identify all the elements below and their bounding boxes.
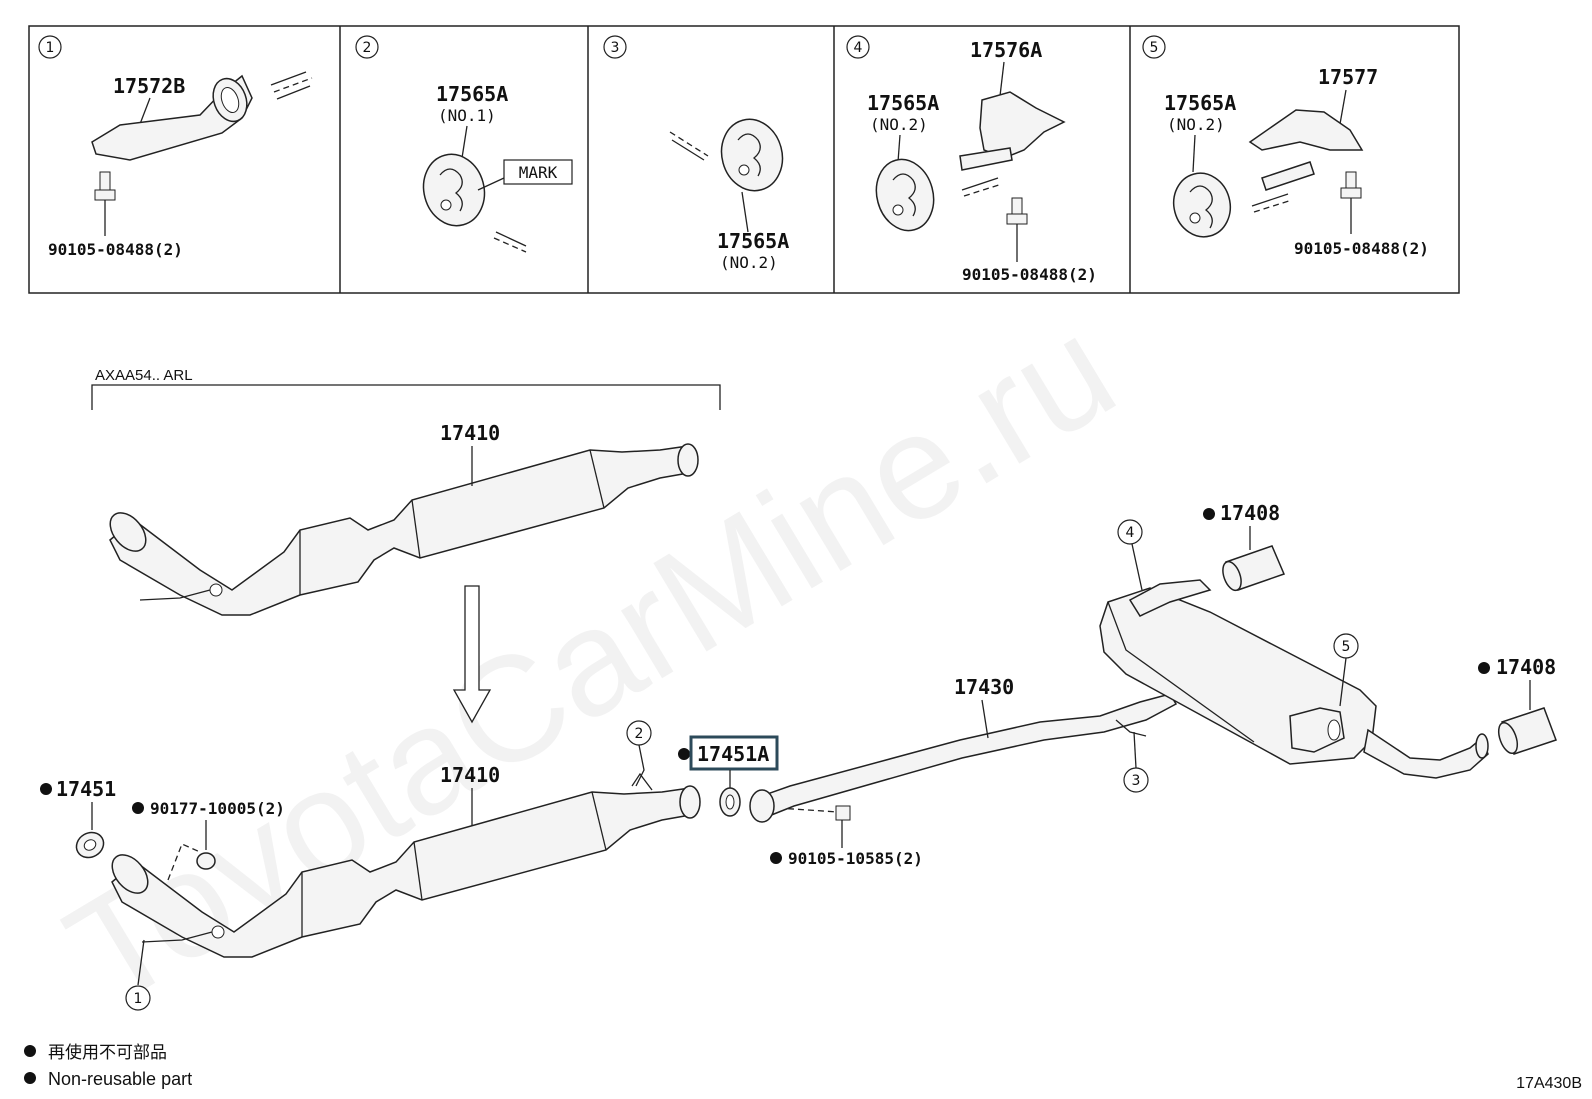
- bolt-icon: [1340, 171, 1362, 234]
- panel-5-bolt-number: 90105-08488(2): [1294, 239, 1429, 258]
- panel-5-note: (NO.2): [1167, 115, 1225, 134]
- tail-pipe-muffler-drawing: [749, 579, 1489, 823]
- tail-pipe-label: 17430: [954, 675, 1014, 699]
- svg-text:1: 1: [46, 40, 55, 56]
- panel-3-note: (NO.2): [720, 253, 778, 272]
- svg-text:2: 2: [635, 726, 644, 742]
- nut-set: 90177-10005(2): [132, 799, 285, 881]
- detail-panels: [28, 25, 1460, 294]
- panel-5-part-number: 17577: [1318, 65, 1378, 89]
- rubber-hanger-no2-drawing: [720, 118, 784, 192]
- gasket-left-label: 17451: [56, 777, 116, 801]
- gasket-center-label: 17451A: [697, 742, 769, 766]
- callout-5: 5: [1333, 633, 1359, 707]
- panel-4-bolt-number: 90105-08488(2): [962, 265, 1097, 284]
- exhaust-bracket-17577-drawing: [1248, 109, 1364, 191]
- variant-label: AXAA54.. ARL: [95, 367, 193, 384]
- svg-text:4: 4: [854, 40, 863, 56]
- svg-text:5: 5: [1150, 40, 1159, 56]
- legend-jp: 再使用不可部品: [48, 1042, 167, 1062]
- panel-2: 2 17565A (NO.1) MARK: [355, 35, 573, 253]
- exhaust-bracket-17576a-drawing: [959, 91, 1066, 171]
- rubber-hanger-no1-drawing: [422, 153, 486, 227]
- bolt-icon: [94, 171, 116, 236]
- exhaust-bracket-17572b-drawing: [91, 74, 253, 161]
- legend: 再使用不可部品 Non-reusable part: [24, 1042, 192, 1089]
- tip-top: 17408: [1203, 501, 1286, 592]
- panel-2-note: (NO.1): [438, 106, 496, 125]
- panel-4-hanger-part-number: 17565A: [867, 91, 939, 115]
- legend-en: Non-reusable part: [48, 1069, 192, 1089]
- panel-5: 5 17577 17565A (NO.2) 90105-08488(2): [1142, 35, 1429, 258]
- tip-bottom: 17408: [1478, 655, 1557, 755]
- panel-4-part-number: 17576A: [970, 38, 1042, 62]
- panel-2-part-number: 17565A: [436, 82, 508, 106]
- svg-text:MARK: MARK: [519, 163, 558, 182]
- figure-code: 17A430B: [1516, 1075, 1582, 1092]
- front-pipe-bottom-label: 17410: [440, 763, 500, 787]
- bolt-center-label: 90105-10585(2): [788, 849, 923, 868]
- panel-1-bolt-number: 90105-08488(2): [48, 240, 183, 259]
- panel-3: 3 17565A (NO.2): [603, 35, 789, 272]
- panel-4-note: (NO.2): [870, 115, 928, 134]
- gasket-center: 17451A: [678, 735, 779, 817]
- bolt-icon: [1006, 197, 1028, 262]
- tip-top-label: 17408: [1220, 501, 1280, 525]
- svg-text:4: 4: [1126, 525, 1135, 541]
- panel-1-part-number: 17572B: [113, 74, 185, 98]
- rubber-hanger-no2-drawing: [875, 158, 935, 232]
- svg-text:2: 2: [363, 40, 372, 56]
- svg-text:3: 3: [1132, 773, 1141, 789]
- bolt-set: 90105-10585(2): [770, 805, 923, 868]
- front-pipe-bottom-drawing: [111, 785, 701, 958]
- panel-2-index-badge: 2: [355, 35, 379, 59]
- panel-4: 4 17576A 17565A (NO.2) 90105-08488(2): [846, 35, 1097, 284]
- panel-5-index-badge: 5: [1142, 35, 1166, 59]
- panel-1-index-badge: 1: [38, 35, 62, 59]
- gasket-nut-label: 90177-10005(2): [150, 799, 285, 818]
- tip-bottom-label: 17408: [1496, 655, 1556, 679]
- panel-4-index-badge: 4: [846, 35, 870, 59]
- svg-text:1: 1: [134, 991, 143, 1007]
- front-pipe-top-drawing: [109, 443, 699, 616]
- highlight-box: [689, 735, 779, 771]
- callout-4: 4: [1117, 519, 1143, 591]
- panel-3-index-badge: 3: [603, 35, 627, 59]
- panel-5-hanger-part-number: 17565A: [1164, 91, 1236, 115]
- panel-1: 1 17572B 90105-08488(2): [38, 35, 313, 259]
- svg-text:3: 3: [611, 40, 620, 56]
- variant-bracket: AXAA54.. ARL: [91, 367, 721, 410]
- callout-3: 3: [1123, 731, 1149, 793]
- svg-text:5: 5: [1342, 639, 1351, 655]
- rubber-hanger-no2-drawing: [1172, 172, 1232, 238]
- gasket-left: 17451: [40, 777, 116, 859]
- panel-3-part-number: 17565A: [717, 229, 789, 253]
- callout-1: 1: [125, 939, 151, 1011]
- front-pipe-top-label: 17410: [440, 421, 500, 445]
- callout-2: 2: [626, 720, 653, 791]
- arrow-down-icon: [452, 585, 492, 724]
- mark-label-box: MARK: [477, 159, 573, 191]
